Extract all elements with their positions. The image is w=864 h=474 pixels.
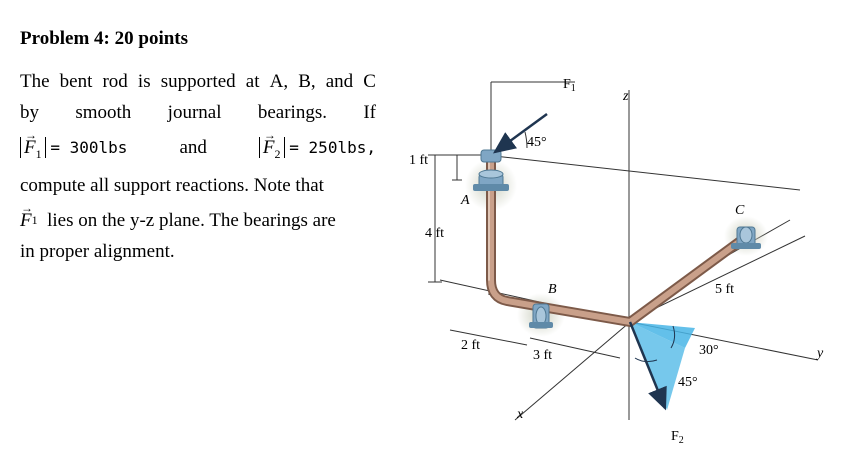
f1-vector-inline: →F	[20, 201, 33, 231]
f1-vector-symbol: →F	[24, 128, 37, 158]
statement-line-6: in proper alignment.	[20, 241, 175, 262]
word: A,	[269, 71, 289, 92]
label-angle-45-top: 45°	[527, 135, 547, 150]
label-dim-1ft: 1 ft	[409, 153, 428, 168]
label-dim-2ft: 2 ft	[461, 338, 480, 353]
label-dim-5ft: 5 ft	[715, 282, 734, 297]
statement-line-2: by smooth journal bearings. If	[20, 97, 376, 128]
problem-title: Problem 4: 20 points	[20, 28, 189, 49]
word: bearings.	[257, 102, 327, 123]
force-f1-arrow	[492, 112, 548, 154]
statement-line-3: →F1 = 300lbs and →F2 = 250lbs,	[20, 128, 376, 170]
word: The	[20, 71, 50, 92]
label-a: A	[460, 193, 470, 208]
f1-magnitude: →F1 = 300lbs	[20, 128, 127, 170]
f2-magnitude: →F2 = 250lbs,	[258, 128, 376, 170]
force-f2-arrow	[628, 321, 667, 411]
word: supported	[160, 71, 236, 92]
angle-arc-30	[670, 325, 676, 349]
word: is	[137, 71, 151, 92]
f2-vector-symbol: →F	[262, 128, 276, 158]
label-b: B	[548, 282, 557, 297]
word: journal	[167, 102, 222, 123]
bent-rod-figure: F1 z 45° 1 ft A 4 ft C B 5 ft 2 ft 3 ft …	[409, 77, 824, 446]
word: by	[20, 102, 39, 123]
word: at	[245, 71, 260, 92]
bearing-a	[473, 149, 509, 191]
word: If	[363, 102, 376, 123]
label-f1: F1	[563, 77, 576, 94]
label-angle-45-bottom: 45°	[678, 375, 698, 390]
word: and	[325, 71, 354, 92]
and-word: and	[179, 137, 207, 158]
label-z: z	[622, 89, 629, 104]
statement-line-1: The bent rod is supported at A, B, and C	[20, 66, 376, 97]
word: B,	[298, 71, 316, 92]
word: bent	[59, 71, 93, 92]
label-f2: F2	[671, 429, 684, 446]
label-dim-3ft: 3 ft	[533, 348, 552, 363]
label-c: C	[735, 203, 745, 218]
label-angle-30: 30°	[699, 343, 719, 358]
label-dim-4ft: 4 ft	[425, 226, 444, 241]
word: rod	[102, 71, 128, 92]
word: C	[363, 71, 376, 92]
problem-statement: The bent rod is supported at A, B, and C…	[20, 66, 376, 267]
angle-region-45	[630, 322, 685, 410]
label-y: y	[815, 346, 824, 361]
angle-arc-45-top	[524, 131, 528, 149]
statement-line-4: compute all support reactions. Note that	[20, 175, 324, 196]
angle-region-30	[630, 322, 695, 348]
bearing-c	[731, 226, 761, 249]
bearing-b	[529, 303, 553, 329]
label-x: x	[516, 407, 524, 422]
word: smooth	[75, 102, 132, 123]
